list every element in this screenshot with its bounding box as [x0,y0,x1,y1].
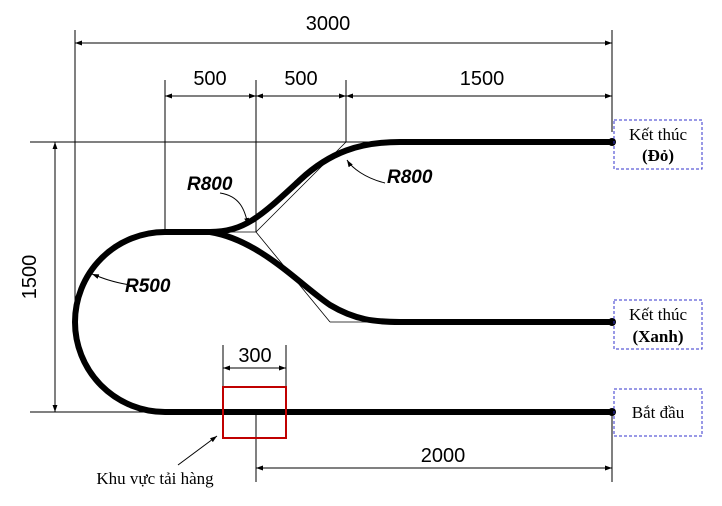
dim-text-1500h: 1500 [460,68,505,90]
radius-label-left: R500 [125,276,171,297]
endpoint-dot-red [608,138,616,146]
endpoint-red-line2: (Đỏ) [642,146,674,165]
radius-label-upper-right: R800 [387,167,433,188]
construction-lines [210,141,400,323]
track-loop [72,229,615,415]
dim-text-3000: 3000 [306,13,351,35]
endpoint-red-line1: Kết thúc [629,125,688,144]
endpoint-start: Bắt đầu [632,403,685,422]
loading-zone-label: Khu vực tải hàng [96,469,214,488]
leader-r800-right [346,159,386,184]
endpoint-dot-start [608,408,616,416]
loading-zone-leader [177,435,218,466]
dim-text-1500v: 1500 [19,255,41,300]
loading-zone [222,386,287,439]
radius-label-upper-left: R800 [187,174,233,195]
leader-r500 [91,273,131,286]
endpoint-dot-blue [608,318,616,326]
label-box-red [613,119,703,170]
dim-text-500a: 500 [193,68,226,90]
dim-text-500b: 500 [284,68,317,90]
extension-lines [30,30,613,482]
track-upper-branch [207,139,615,235]
label-box-start [613,388,703,437]
leader-r800-left [219,192,250,226]
dim-text-2000: 2000 [421,445,466,467]
label-box-blue [613,299,703,350]
endpoint-blue-line2: (Xanh) [632,327,683,346]
dim-text-300: 300 [238,345,271,367]
endpoint-blue-line1: Kết thúc [629,305,688,324]
track-lower-branch [207,229,615,325]
